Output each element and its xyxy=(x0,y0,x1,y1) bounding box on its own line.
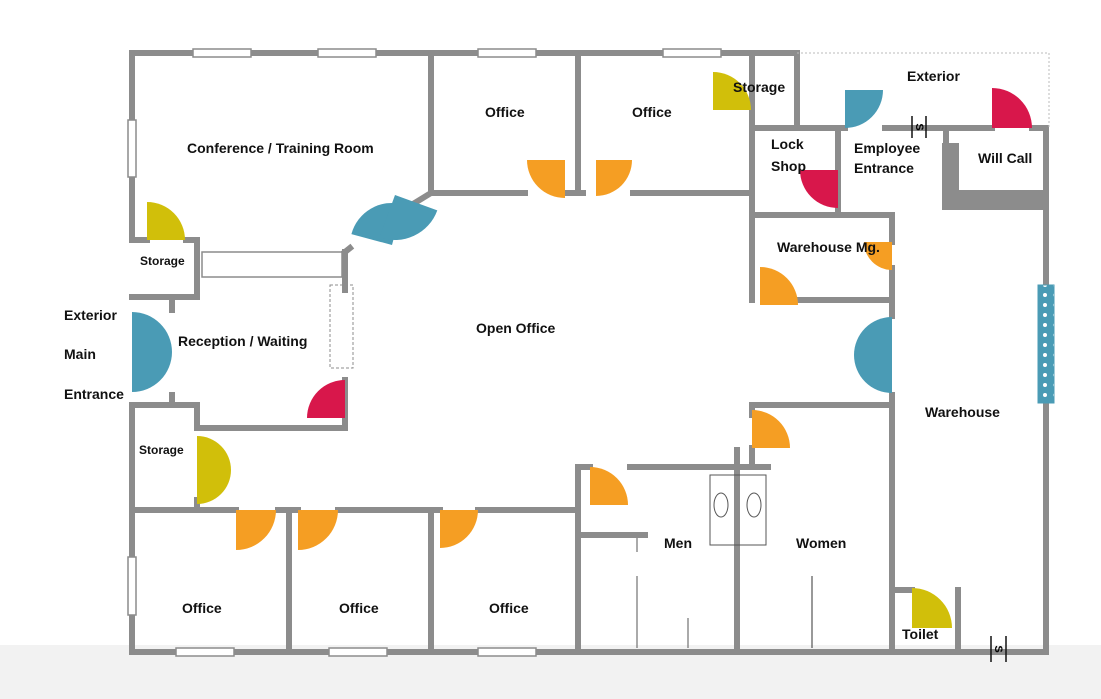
pass-through-window xyxy=(329,284,354,369)
room-label-office: Office xyxy=(339,600,379,616)
door-swing xyxy=(132,352,172,392)
door-swing xyxy=(800,170,838,208)
door-swing xyxy=(864,242,892,270)
room-label-office: Office xyxy=(182,600,222,616)
door-swing xyxy=(590,467,628,505)
room-label-will-call: Will Call xyxy=(978,150,1033,166)
door-swing xyxy=(752,410,790,448)
door-swing xyxy=(845,90,883,128)
door-swing xyxy=(713,72,751,110)
room-label-exterior: Exterior xyxy=(907,68,960,84)
window xyxy=(192,48,252,58)
door-swing xyxy=(760,267,798,305)
room-label-warehouse: Warehouse xyxy=(925,404,1000,420)
room-label-office: Office xyxy=(485,104,525,120)
door-swing xyxy=(132,312,172,352)
doors xyxy=(132,72,1032,628)
door-swing xyxy=(197,436,231,470)
room-label-open-office: Open Office xyxy=(476,320,556,336)
switch-symbol: S xyxy=(992,645,1004,652)
door-swing xyxy=(236,510,276,550)
switch-symbol: S xyxy=(913,123,925,130)
room-label-men: Men xyxy=(664,535,692,551)
room-label-storage: Storage xyxy=(733,79,786,95)
door-swing xyxy=(147,202,185,240)
will-call-counter xyxy=(942,143,1049,210)
room-label-storage: Storage xyxy=(139,443,184,457)
room-label-conference: Conference / Training Room xyxy=(187,140,374,156)
room-label-employee-entrance: Employee xyxy=(854,140,921,156)
window xyxy=(317,48,377,58)
sink-icon xyxy=(746,492,762,518)
window xyxy=(662,48,722,58)
room-label-office: Office xyxy=(489,600,529,616)
windows xyxy=(127,48,722,657)
room-label-warehouse-manager: Warehouse Mg. xyxy=(777,239,880,255)
window xyxy=(175,647,235,657)
door-swing xyxy=(912,588,952,628)
label-entrance: Entrance xyxy=(64,386,124,402)
switch-marks xyxy=(911,116,1007,662)
window xyxy=(477,647,537,657)
room-label-office: Office xyxy=(632,104,672,120)
door-swing xyxy=(379,195,438,241)
door-swing xyxy=(596,160,632,196)
door-swing xyxy=(298,510,338,550)
window xyxy=(127,119,137,178)
window xyxy=(328,647,388,657)
door-swing xyxy=(440,510,478,548)
door-swing xyxy=(854,355,892,393)
restroom-fixtures xyxy=(636,474,767,648)
room-label-storage: Storage xyxy=(140,254,185,268)
room-label-lock-shop: Lock xyxy=(771,136,804,152)
label-exterior: Exterior xyxy=(64,307,117,323)
window xyxy=(477,48,537,58)
rolling-door xyxy=(1037,284,1055,404)
door-swing xyxy=(527,160,565,198)
reception-counter xyxy=(201,251,343,278)
sink-counter xyxy=(709,474,767,546)
door-swing xyxy=(854,317,892,355)
room-label-toilet: Toilet xyxy=(902,626,939,642)
label-main: Main xyxy=(64,346,96,362)
room-label-lock-shop: Shop xyxy=(771,158,806,174)
sink-icon xyxy=(713,492,729,518)
room-label-women: Women xyxy=(796,535,847,551)
room-label-employee-entrance: Entrance xyxy=(854,160,914,176)
window xyxy=(127,556,137,616)
exterior-boundary xyxy=(797,52,1050,128)
door-swing xyxy=(992,88,1032,128)
door-swing xyxy=(197,470,231,504)
room-label-reception: Reception / Waiting xyxy=(178,333,308,349)
door-swing xyxy=(307,380,345,418)
